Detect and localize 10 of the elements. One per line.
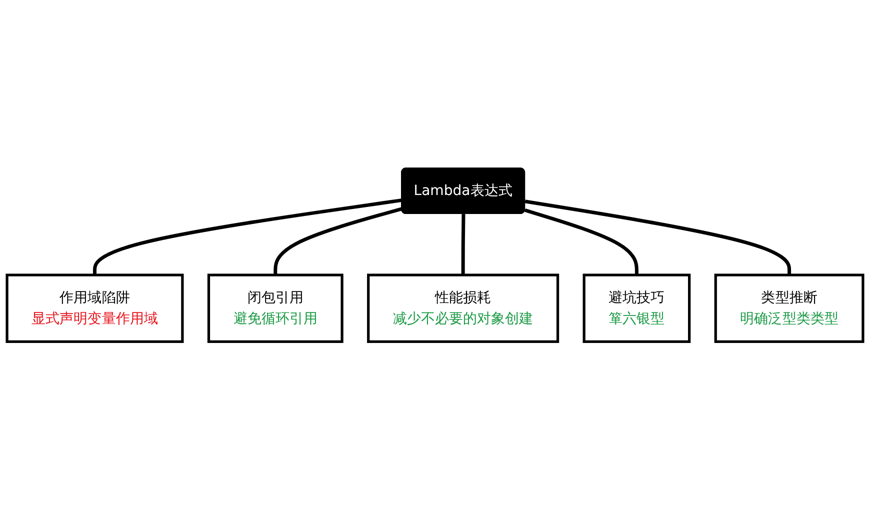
node-box: 作用域陷阱 显式声明变量作用域 [6,273,184,343]
node-box: 闭包引用 避免循环引用 [207,273,344,343]
node-box: 性能损耗 减少不必要的对象创建 [367,273,560,343]
node-box: 类型推断 明确泛型类类型 [714,273,864,343]
connector [92,198,402,275]
connector [461,214,466,275]
connector [524,208,638,275]
connector [274,206,402,275]
node-box: 避坑技巧 箪六银型 [582,273,691,343]
connector [524,199,792,275]
